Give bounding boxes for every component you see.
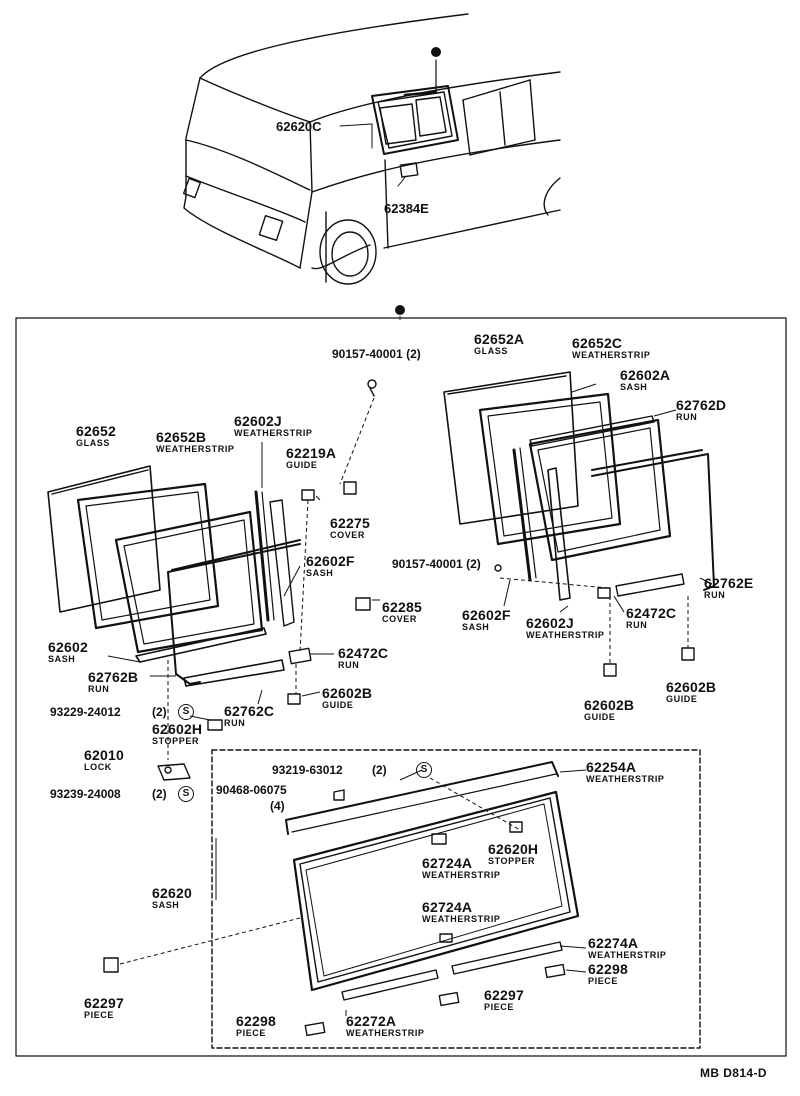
screw-symbol: S (178, 786, 194, 802)
label-93219-qty: (2) (372, 763, 387, 777)
detail-location-marker (395, 305, 405, 315)
label-62620C: 62620C (276, 119, 322, 134)
van-illustration (182, 13, 561, 285)
label-90468-qty: (4) (270, 799, 285, 813)
screw-symbol: S (178, 704, 194, 720)
label-90157-mid: 90157-40001 (2) (392, 557, 481, 571)
van-location-marker (431, 47, 441, 57)
screw-symbol: S (416, 762, 432, 778)
label-93229: 93229-24012 (50, 705, 121, 719)
label-93219: 93219-63012 (272, 763, 343, 777)
label-62384E: 62384E (384, 201, 429, 216)
diagram-reference-code: MB D814-D (700, 1066, 767, 1080)
detail-frame (15, 317, 787, 1057)
label-93229-qty: (2) (152, 705, 167, 719)
label-90157-top: 90157-40001 (2) (332, 347, 421, 361)
van-leader-lines (339, 123, 407, 187)
label-93239-qty: (2) (152, 787, 167, 801)
label-93239: 93239-24008 (50, 787, 121, 801)
label-90468: 90468-06075 (216, 783, 287, 797)
